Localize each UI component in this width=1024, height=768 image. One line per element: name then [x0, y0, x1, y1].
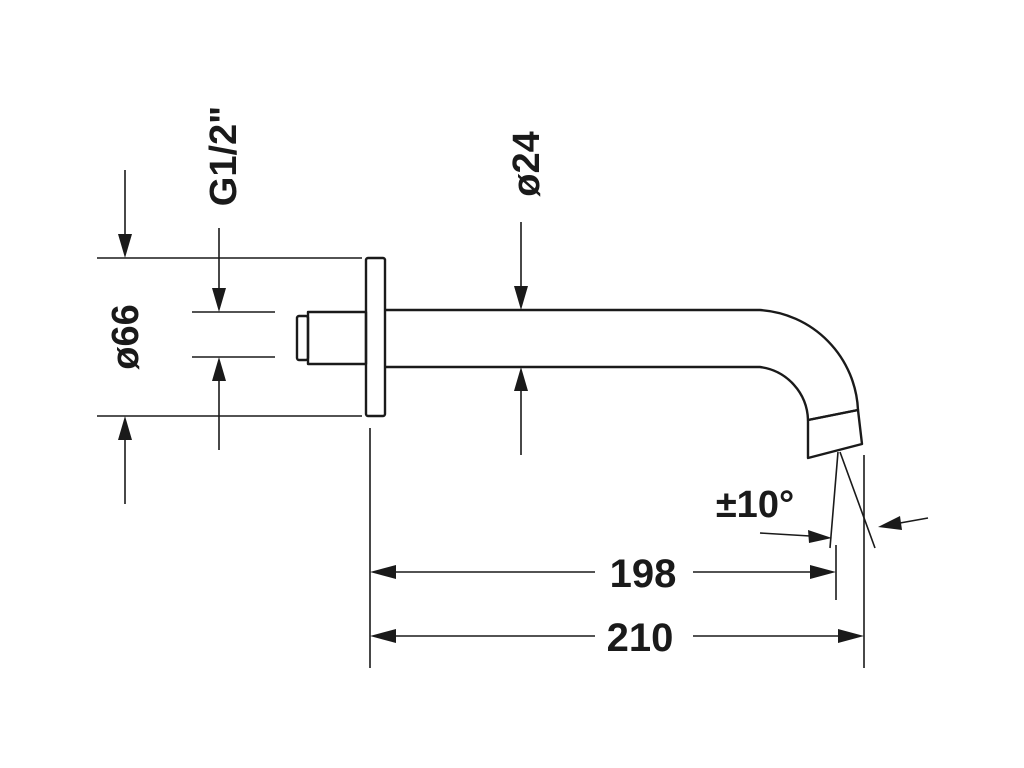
thread-label: G1/2"	[203, 106, 245, 206]
spout-outline	[295, 256, 864, 460]
projection-inner-label: 198	[610, 552, 677, 596]
dimension-thread: G1/2"	[203, 106, 245, 450]
aerator-tip	[806, 408, 864, 460]
rosette-diameter-label: ø66	[105, 304, 147, 369]
dimension-outlet-diameter: ø24	[506, 131, 548, 455]
spout-tube	[385, 308, 860, 422]
outlet-diameter-label: ø24	[506, 131, 548, 196]
wall-rosette	[364, 256, 387, 418]
dimension-angle: ±10°	[716, 484, 929, 543]
thread-connector	[295, 314, 310, 362]
extension-lines	[97, 257, 876, 668]
angle-label: ±10°	[716, 484, 794, 526]
connector-body	[306, 310, 368, 366]
projection-total-label: 210	[607, 616, 674, 660]
dimension-rosette-diameter: ø66	[105, 170, 147, 504]
dimension-projection-total: 210	[370, 616, 864, 660]
dimension-projection-inner: 198	[370, 552, 836, 596]
